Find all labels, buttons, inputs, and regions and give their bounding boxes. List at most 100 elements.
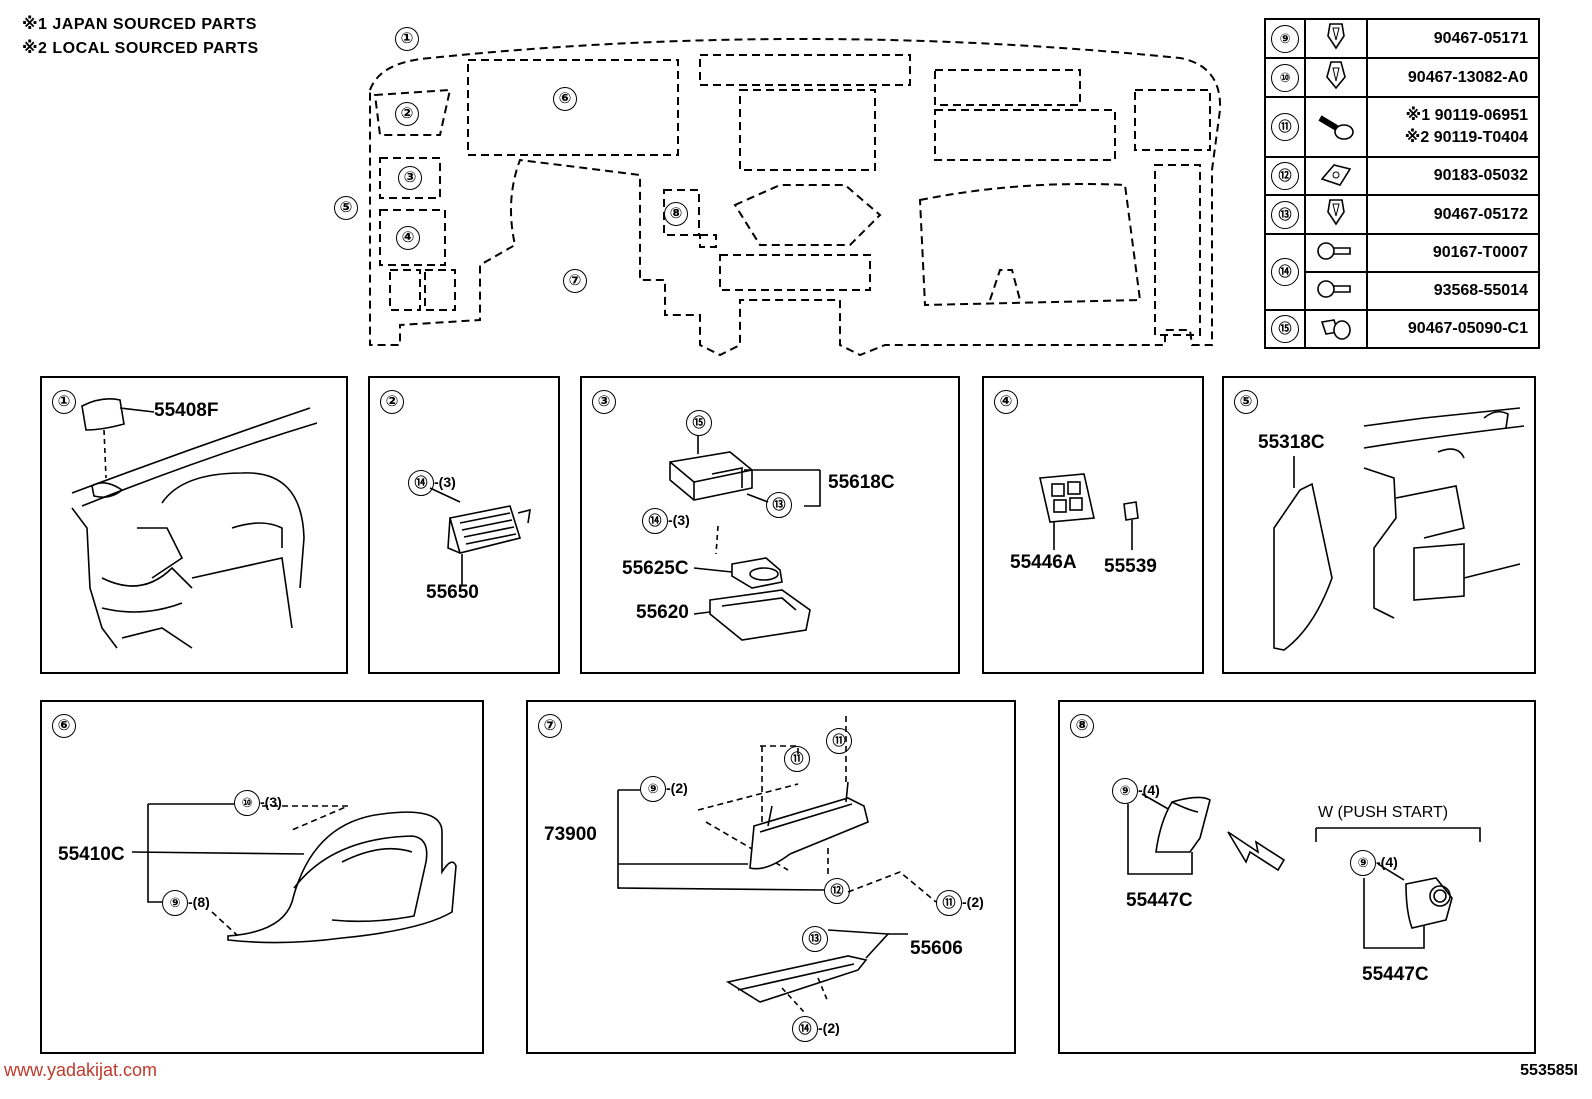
callout-qty: -(3) (434, 474, 456, 490)
part-number-local: ※2 90119-T0404 (1404, 129, 1528, 146)
part-label: 55625C (622, 558, 689, 579)
part-number: 90183-05032 (1366, 156, 1540, 196)
panel-number: ⑧ (1070, 714, 1094, 738)
overview-marker-2: ② (395, 102, 419, 126)
panel-1-dashboard-top: ① 55408F (40, 376, 348, 674)
knee-cover-drawing (1127, 793, 1481, 949)
clip-icon (1327, 199, 1345, 226)
panel-7-glove-box: ⑦ ⑨ -(2) ⑪ ⑪ ⑫ ⑪ -(2) ⑬ ⑭ -(2) 73900 556… (526, 700, 1016, 1054)
clip-icon (1326, 61, 1346, 90)
website-link[interactable]: www.yadakijat.com (4, 1060, 158, 1080)
part-label: 55447C (1362, 964, 1429, 985)
panel-8-knee-cover: ⑧ ⑨ -(4) ⑨ -(4) W (PUSH START) 55447C 55… (1058, 700, 1536, 1054)
callout-qty: -(3) (668, 512, 690, 528)
part-label: 55447C (1126, 890, 1193, 911)
variant-label: W (PUSH START) (1318, 804, 1449, 821)
callout-qty: -(2) (666, 780, 688, 796)
callout-qty: -(2) (962, 894, 984, 910)
callout-ref: ⑨ (640, 776, 666, 802)
part-number: 93568-55014 (1366, 271, 1540, 311)
table-row: ⑬ 90467-05172 (1264, 194, 1540, 235)
table-row: ⑩ 90467-13082-A0 (1264, 57, 1540, 98)
callout-ref: ⑬ (802, 926, 828, 952)
callout-ref: ⑩ (234, 790, 260, 816)
callout-ref: ⑨ (1112, 778, 1138, 804)
push-clip-icon (1320, 318, 1351, 340)
part-number: 90467-05090-C1 (1366, 309, 1540, 349)
panel-number: ① (52, 390, 76, 414)
part-label: 55408F (154, 400, 219, 421)
table-row: ⑭ 90167-T0007 (1264, 233, 1540, 311)
switch-drawing (1039, 473, 1139, 550)
panel-4-switches: ④ 55446A 55539 (982, 376, 1204, 674)
ref-number: ⑮ (1271, 315, 1299, 343)
callout-ref: ⑪ (784, 746, 810, 772)
callout-ref: ⑭ (642, 508, 668, 534)
part-label: 55539 (1104, 556, 1157, 577)
dashboard-drawing (71, 398, 318, 649)
overview-marker-1: ① (395, 27, 419, 51)
part-label: 55606 (910, 938, 963, 959)
panel-number: ② (380, 390, 404, 414)
callout-ref: ⑮ (686, 410, 712, 436)
ref-number: ⑭ (1271, 258, 1299, 286)
panel-2-side-vent: ② ⑭ -(3) 55650 (368, 376, 560, 674)
side-panel-drawing (1273, 407, 1525, 651)
overview-marker-5: ⑤ (334, 196, 358, 220)
panel-6-cluster-finish: ⑥ ⑩ -(3) ⑨ -(8) 55410C (40, 700, 484, 1054)
ref-number: ⑩ (1271, 63, 1299, 92)
part-label: 55620 (636, 602, 689, 623)
cup-holder-drawing (669, 436, 821, 641)
callout-ref: ⑭ (792, 1016, 818, 1042)
part-label: 55410C (58, 844, 125, 865)
callout-ref: ⑪ (936, 890, 962, 916)
callout-ref: ⑬ (766, 492, 792, 518)
ref-number: ⑬ (1271, 200, 1299, 229)
panel-number: ⑦ (538, 714, 562, 738)
overview-marker-7: ⑦ (563, 269, 587, 293)
part-number: 90467-05172 (1366, 194, 1540, 235)
ref-number: ⑪ (1271, 113, 1299, 141)
panel-number: ④ (994, 390, 1018, 414)
fastener-parts-table: ⑨ 90467-05171 ⑩ 90467-13082-A0 ⑪ ※1 9011… (1264, 18, 1540, 349)
note-local-sourced: ※2 LOCAL SOURCED PARTS (22, 40, 259, 57)
overview-marker-6: ⑥ (553, 87, 577, 111)
part-number: 90167-T0007 (1366, 233, 1540, 273)
callout-qty: -(8) (188, 894, 210, 910)
callout-ref: ⑨ (162, 890, 188, 916)
ref-number: ⑨ (1271, 24, 1299, 53)
callout-qty: -(2) (818, 1020, 840, 1036)
bolt-icon (1318, 114, 1354, 140)
panel-number: ③ (592, 390, 616, 414)
overview-marker-4: ④ (396, 226, 420, 250)
panel-number: ⑤ (1234, 390, 1258, 414)
part-label: 55446A (1010, 552, 1077, 573)
panel-number: ⑥ (52, 714, 76, 738)
ref-number: ⑫ (1271, 162, 1299, 190)
part-number-japan: ※1 90119-06951 (1405, 107, 1528, 124)
callout-ref: ⑫ (824, 878, 850, 904)
screw-icon (1317, 241, 1351, 260)
callout-ref: ⑭ (408, 470, 434, 496)
part-label: 73900 (544, 824, 597, 845)
part-number: 90467-05171 (1366, 18, 1540, 59)
overview-marker-8: ⑧ (664, 202, 688, 226)
table-row: ⑪ ※1 90119-06951 ※2 90119-T0404 (1264, 96, 1540, 158)
table-row: ⑫ 90183-05032 (1264, 156, 1540, 196)
panel-5-side-panel: ⑤ 55318C (1222, 376, 1536, 674)
callout-ref: ⑨ (1350, 850, 1376, 876)
table-row: ⑮ 90467-05090-C1 (1264, 309, 1540, 349)
cluster-finish-drawing (131, 803, 457, 944)
panel-3-cup-holder: ③ ⑮ ⑬ ⑭ -(3) 55618C 55625C 55620 (580, 376, 960, 674)
part-number: 90467-13082-A0 (1366, 57, 1540, 98)
callout-ref: ⑪ (826, 728, 852, 754)
nut-clip-icon (1320, 163, 1352, 186)
part-label: 55650 (426, 582, 479, 603)
diagram-id: 553585I (1520, 1062, 1578, 1079)
table-row: 93568-55014 (1265, 271, 1540, 311)
clip-icon (1327, 23, 1345, 50)
note-japan-sourced: ※1 JAPAN SOURCED PARTS (22, 16, 257, 33)
glove-box-drawing (617, 716, 937, 1013)
overview-marker-3: ③ (398, 166, 422, 190)
